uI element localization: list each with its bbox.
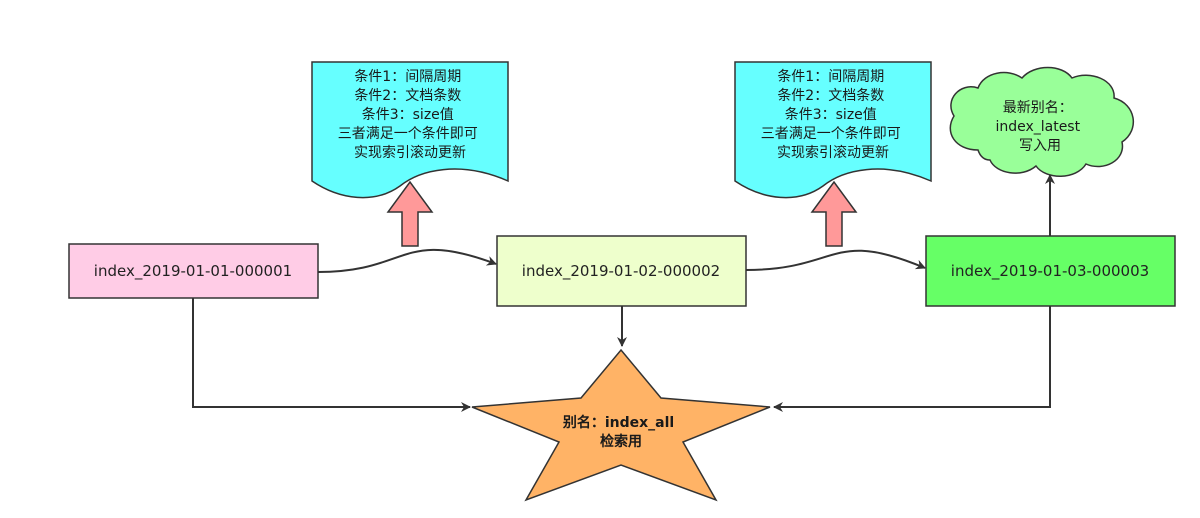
note-left-line-4: 三者满足一个条件即可 bbox=[338, 125, 478, 142]
note-right-line-3: 条件3：size值 bbox=[785, 106, 877, 123]
star-line-1: 别名：index_all bbox=[562, 414, 674, 431]
cloud-line-1: 最新别名： bbox=[1003, 100, 1073, 116]
connectors bbox=[192, 174, 1055, 412]
block-arrows bbox=[386, 180, 858, 247]
index-label-2: index_2019-01-02-000002 bbox=[522, 262, 720, 281]
index-box-3 bbox=[925, 235, 1176, 307]
cloud-line-3: 写入用 bbox=[1019, 138, 1061, 154]
alias-star: 别名：index_all 检索用 bbox=[471, 348, 771, 502]
condition-note-left: 条件1：间隔周期 条件2：文档条数 条件3：size值 三者满足一个条件即可 实… bbox=[311, 61, 509, 199]
rollover-connector-1-to-2 bbox=[317, 248, 497, 273]
star-line-2: 检索用 bbox=[600, 433, 642, 450]
index-box-1 bbox=[68, 243, 319, 299]
connector-index1-to-star bbox=[192, 298, 471, 412]
svg-text:条件1：间隔周期 条件2：文档条数: 条件1：间隔周期 条件2：文档条数 条件3：size值 三者满足一个条件即可 实… bbox=[338, 68, 482, 161]
rollover-connector-2-to-3 bbox=[745, 249, 926, 271]
note-shape-left bbox=[311, 61, 509, 199]
note-shape-right bbox=[734, 61, 932, 199]
note-left-line-5: 实现索引滚动更新 bbox=[354, 144, 466, 161]
block-arrow-up-left bbox=[386, 180, 434, 247]
index-node-2: index_2019-01-02-000002 bbox=[496, 235, 747, 307]
note-left-line-3: 条件3：size值 bbox=[362, 106, 454, 123]
index-node-3: index_2019-01-03-000003 bbox=[925, 235, 1176, 307]
note-right-line-5: 实现索引滚动更新 bbox=[777, 144, 889, 161]
index-box-2 bbox=[496, 235, 747, 307]
svg-text:最新别名： index_latest: 最新别名： index_latest 写入用 bbox=[995, 100, 1084, 154]
cloud-line-2: index_latest bbox=[995, 119, 1080, 135]
cloud-shape bbox=[949, 66, 1135, 177]
note-right-line-1: 条件1：间隔周期 bbox=[777, 68, 884, 85]
index-label-3: index_2019-01-03-000003 bbox=[951, 262, 1149, 281]
block-arrow-up-right bbox=[810, 180, 858, 247]
svg-text:别名：index_all 检索用: 别名：index_all 检索用 bbox=[562, 414, 679, 450]
note-right-line-4: 三者满足一个条件即可 bbox=[761, 125, 901, 142]
note-left-line-1: 条件1：间隔周期 bbox=[354, 68, 461, 85]
index-label-1: index_2019-01-01-000001 bbox=[94, 262, 292, 281]
connector-index3-to-star bbox=[773, 306, 1051, 412]
star-shape bbox=[471, 348, 771, 502]
index-node-1: index_2019-01-01-000001 bbox=[68, 243, 319, 299]
condition-note-right: 条件1：间隔周期 条件2：文档条数 条件3：size值 三者满足一个条件即可 实… bbox=[734, 61, 932, 199]
svg-text:条件1：间隔周期 条件2：文档条数: 条件1：间隔周期 条件2：文档条数 条件3：size值 三者满足一个条件即可 实… bbox=[761, 68, 905, 161]
note-left-line-2: 条件2：文档条数 bbox=[354, 87, 461, 104]
latest-alias-cloud: 最新别名： index_latest 写入用 bbox=[949, 66, 1135, 177]
note-right-line-2: 条件2：文档条数 bbox=[777, 87, 884, 104]
